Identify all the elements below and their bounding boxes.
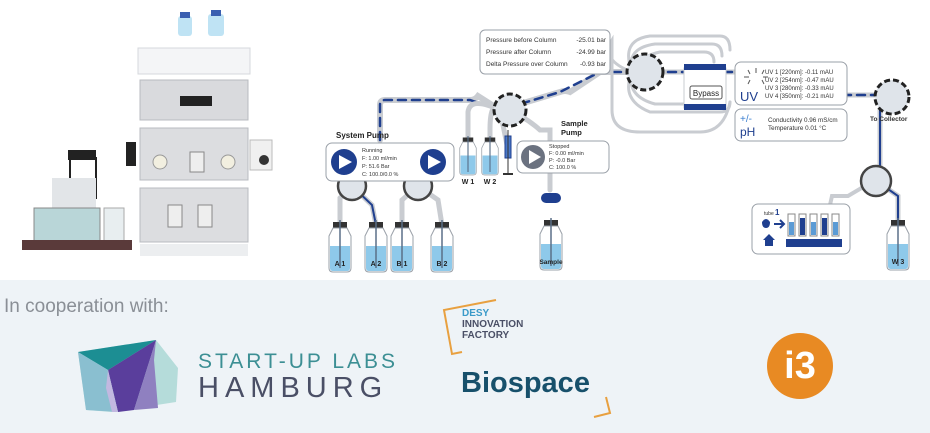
sample-pump-title-2: Pump [561, 128, 582, 137]
uv2-reading: UV 2 [254nm]: -0.47 mAU [765, 78, 834, 84]
sample-pump-pressure: P: -0.0 Bar [549, 158, 575, 164]
biospace-logo: Biospace [461, 367, 590, 399]
tube-label: tube [764, 211, 774, 217]
bottle-label-sample: Sample [539, 259, 563, 266]
collector-valve [873, 78, 911, 116]
tube-number: 1 [775, 208, 780, 217]
delta-pressure-label: Delta Pressure over Column [486, 61, 568, 68]
to-collector-label: To Collector [870, 116, 908, 123]
column-valve [625, 52, 665, 92]
delta-pressure-value: -0.93 bar [580, 61, 607, 68]
uv4-reading: UV 4 [350nm]: -0.21 mAU [765, 94, 834, 100]
bottle-label-b2: B 2 [437, 261, 448, 268]
sample-loop-icon [541, 193, 561, 203]
sample-pump-title-1: Sample [561, 119, 588, 128]
conductivity-reading: Conductivity 0.96 mS/cm [768, 117, 838, 124]
system-pump-title: System Pump [336, 131, 389, 140]
outlet-valve [859, 164, 893, 198]
uv3-reading: UV 3 [280nm]: -0.33 mAU [765, 86, 834, 92]
pressure-panel: Pressure before Column -25.01 bar Pressu… [479, 29, 611, 75]
cooperation-text: In cooperation with: [4, 296, 169, 317]
sample-pump-flow: F: 0.00 ml/min [549, 151, 584, 157]
i3-logo: i3 [767, 333, 833, 399]
uv-panel: UV UV 1 [220nm]: -0.11 mAU UV 2 [254nm]:… [734, 61, 848, 106]
system-pump-flow: F: 1.00 ml/min [362, 156, 397, 162]
bottle-label-w3: W 3 [892, 259, 905, 266]
home-icon [763, 234, 775, 246]
play-icon [339, 155, 352, 169]
system-pump-composition: C: 100.0/0.0 % [362, 172, 398, 178]
ph-panel: +/- pH Conductivity 0.96 mS/cm Temperatu… [734, 108, 848, 142]
sample-pump-composition: C: 100.0 % [549, 165, 576, 171]
startup-labs-line2: HAMBURG [198, 372, 389, 404]
ph-plus-minus: +/- [740, 114, 752, 125]
sample-pump-panel: Sample Pump Stopped F: 0.00 ml/min P: -0… [503, 119, 610, 175]
bottle-label-b1: B 1 [397, 261, 408, 268]
diagram-area: Bypass Pressure before Column -25.01 bar… [22, 10, 911, 273]
bottle-w1 [459, 135, 477, 176]
system-pump-status: Running [362, 148, 383, 154]
pressure-before-label: Pressure before Column [486, 37, 557, 44]
bottle-label-w2: W 2 [484, 179, 497, 186]
sample-pump-status: Stopped [549, 144, 570, 150]
startup-labs-line1: START-UP LABS [198, 350, 399, 373]
bottle-label-a1: A 1 [335, 261, 346, 268]
system-pump-play-button-left[interactable] [331, 149, 357, 175]
bottle-w2 [481, 135, 499, 176]
uv-label: UV [740, 89, 758, 104]
injection-valve [492, 92, 528, 128]
fraction-collector-panel: tube 1 [751, 203, 851, 255]
drop-icon [762, 219, 770, 228]
syringe-icon [503, 130, 513, 175]
instrument-photo [22, 10, 273, 256]
pressure-after-value: -24.99 bar [576, 49, 606, 56]
system-pump-play-button-right[interactable] [420, 149, 446, 175]
system-pump-panel: System Pump Running F: 1.00 ml/min P: 51… [325, 131, 455, 182]
pressure-after-label: Pressure after Column [486, 49, 551, 56]
uv1-reading: UV 1 [220nm]: -0.11 mAU [765, 70, 833, 76]
collector-tubes [786, 213, 842, 247]
bypass-block: Bypass [683, 64, 727, 110]
play-icon [529, 150, 541, 164]
desy-line2: INNOVATION [462, 319, 524, 330]
temperature-reading: Temperature 0.01 °C [768, 124, 827, 132]
system-pump-pressure: P: 51.6 Bar [362, 164, 390, 170]
pressure-before-value: -25.01 bar [576, 37, 606, 44]
desy-innovation-factory-logo: DESY INNOVATION FACTORY [462, 308, 523, 341]
startup-labs-logo-icon [78, 340, 178, 412]
bottle-label-w1: W 1 [462, 179, 475, 186]
play-icon [428, 155, 441, 169]
sample-pump-play-button[interactable] [521, 145, 545, 169]
arrow-right-icon [774, 219, 786, 229]
bypass-label: Bypass [693, 89, 719, 98]
uv-light-icon [744, 68, 768, 85]
desy-bracket-icon [442, 299, 497, 356]
bottle-label-a2: A 2 [371, 261, 382, 268]
desy-line1: DESY [462, 308, 490, 319]
desy-line3: FACTORY [462, 330, 510, 341]
ph-label: pH [740, 125, 755, 139]
biospace-bracket-icon [593, 396, 612, 418]
